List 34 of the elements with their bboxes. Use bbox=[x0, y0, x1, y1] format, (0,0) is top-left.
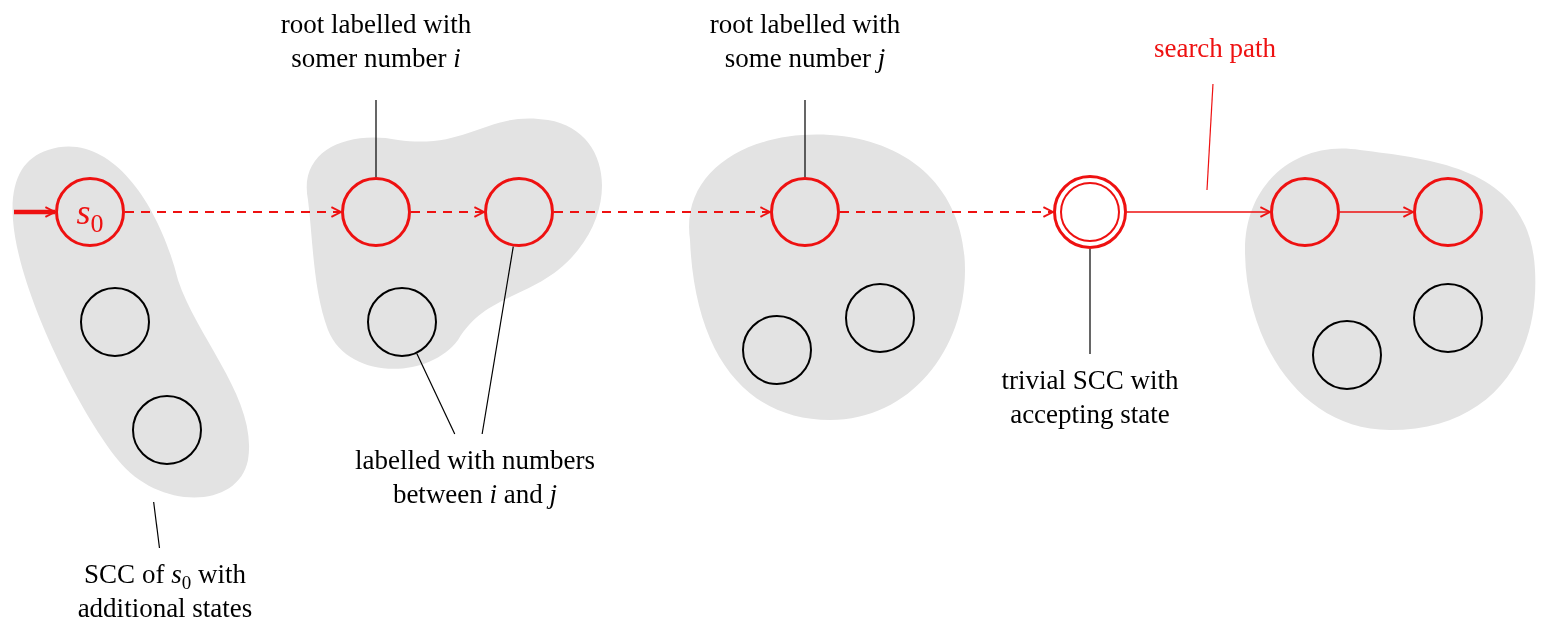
accepting-state-circle bbox=[1053, 175, 1127, 249]
state-circle bbox=[132, 395, 202, 465]
leader-line bbox=[375, 99, 377, 178]
annotation-text: SCC of s$_{0}$ with additional states bbox=[76, 558, 254, 625]
arrow bbox=[124, 206, 342, 218]
annotation-text: labelled with numbers between i and j bbox=[354, 444, 596, 511]
state-circle bbox=[80, 287, 150, 357]
arrow bbox=[839, 206, 1054, 218]
state-circle bbox=[845, 283, 915, 353]
annotation-text: search path bbox=[1153, 32, 1277, 65]
state-circle: s$_{0}$ bbox=[55, 177, 125, 247]
arrow bbox=[410, 206, 485, 218]
annotation-text: root labelled with somer number i bbox=[279, 8, 473, 75]
state-circle bbox=[1270, 177, 1340, 247]
arrow bbox=[553, 206, 771, 218]
annotation-text: trivial SCC with accepting state bbox=[1000, 364, 1180, 431]
state-circle bbox=[341, 177, 411, 247]
leader-line bbox=[153, 501, 161, 549]
leader-line bbox=[1206, 83, 1214, 191]
state-circle bbox=[1413, 177, 1483, 247]
state-circle bbox=[742, 315, 812, 385]
state-circle bbox=[1413, 283, 1483, 353]
leader-line bbox=[1089, 248, 1091, 355]
arrow bbox=[1126, 206, 1271, 218]
state-circle bbox=[770, 177, 840, 247]
annotation-text: root labelled with some number j bbox=[708, 8, 902, 75]
leader-line bbox=[804, 99, 806, 178]
state-circle bbox=[484, 177, 554, 247]
state-circle bbox=[367, 287, 437, 357]
arrow bbox=[14, 206, 56, 218]
leader-line bbox=[481, 245, 514, 435]
arrow bbox=[1339, 206, 1414, 218]
leader-line bbox=[416, 353, 456, 435]
state-circle bbox=[1312, 320, 1382, 390]
